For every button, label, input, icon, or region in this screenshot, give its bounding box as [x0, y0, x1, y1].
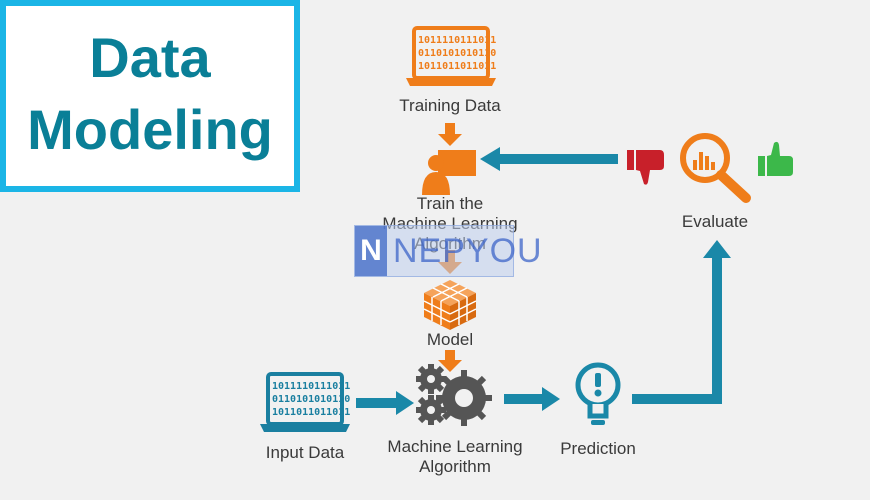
training-data-laptop-icon	[406, 26, 496, 86]
thumbs-up-icon	[758, 141, 793, 176]
trainer-person-icon	[422, 150, 476, 195]
gears-icon	[416, 364, 492, 426]
input-binary-line: 0110101010110	[272, 394, 351, 405]
training-binary-line: 0110101010110	[418, 48, 497, 59]
label-prediction: Prediction	[560, 439, 636, 458]
lightbulb-icon	[575, 362, 621, 425]
thumbs-down-icon	[627, 150, 664, 185]
label-model: Model	[426, 330, 474, 349]
training-binary-text: 1011110111011 0110101010110 101101101101…	[418, 34, 497, 73]
watermark-letter: N	[355, 226, 387, 276]
evaluate-magnifier-icon	[680, 133, 751, 203]
input-binary-line: 1011110111011	[272, 381, 351, 392]
label-training-data: Training Data	[399, 96, 501, 115]
input-binary-text: 1011110111011 0110101010110 101101101101…	[272, 380, 351, 419]
input-binary-line: 1011011011011	[272, 407, 351, 418]
input-data-laptop-icon	[260, 372, 350, 432]
label-evaluate: Evaluate	[681, 212, 749, 231]
training-binary-line: 1011110111011	[418, 35, 497, 46]
label-ml-algorithm: Machine Learning Algorithm	[387, 437, 523, 476]
arrow-prediction-to-evaluate	[632, 240, 731, 404]
title-line-1: Data	[89, 26, 211, 89]
arrow-training-to-train	[438, 123, 462, 146]
arrow-model-to-algorithm	[438, 350, 462, 372]
title-line-2: Modeling	[27, 98, 273, 161]
training-binary-line: 1011011011011	[418, 61, 497, 72]
title-box: Data Modeling	[0, 0, 300, 192]
model-cube-icon	[423, 280, 477, 330]
label-input-data: Input Data	[265, 443, 345, 462]
arrow-input-to-algorithm	[356, 391, 414, 415]
arrow-evaluate-to-train	[480, 147, 618, 171]
arrow-algorithm-to-prediction	[504, 387, 560, 411]
watermark-logo: N NEPYOU	[354, 225, 542, 277]
watermark-text: NEPYOU	[393, 232, 543, 270]
